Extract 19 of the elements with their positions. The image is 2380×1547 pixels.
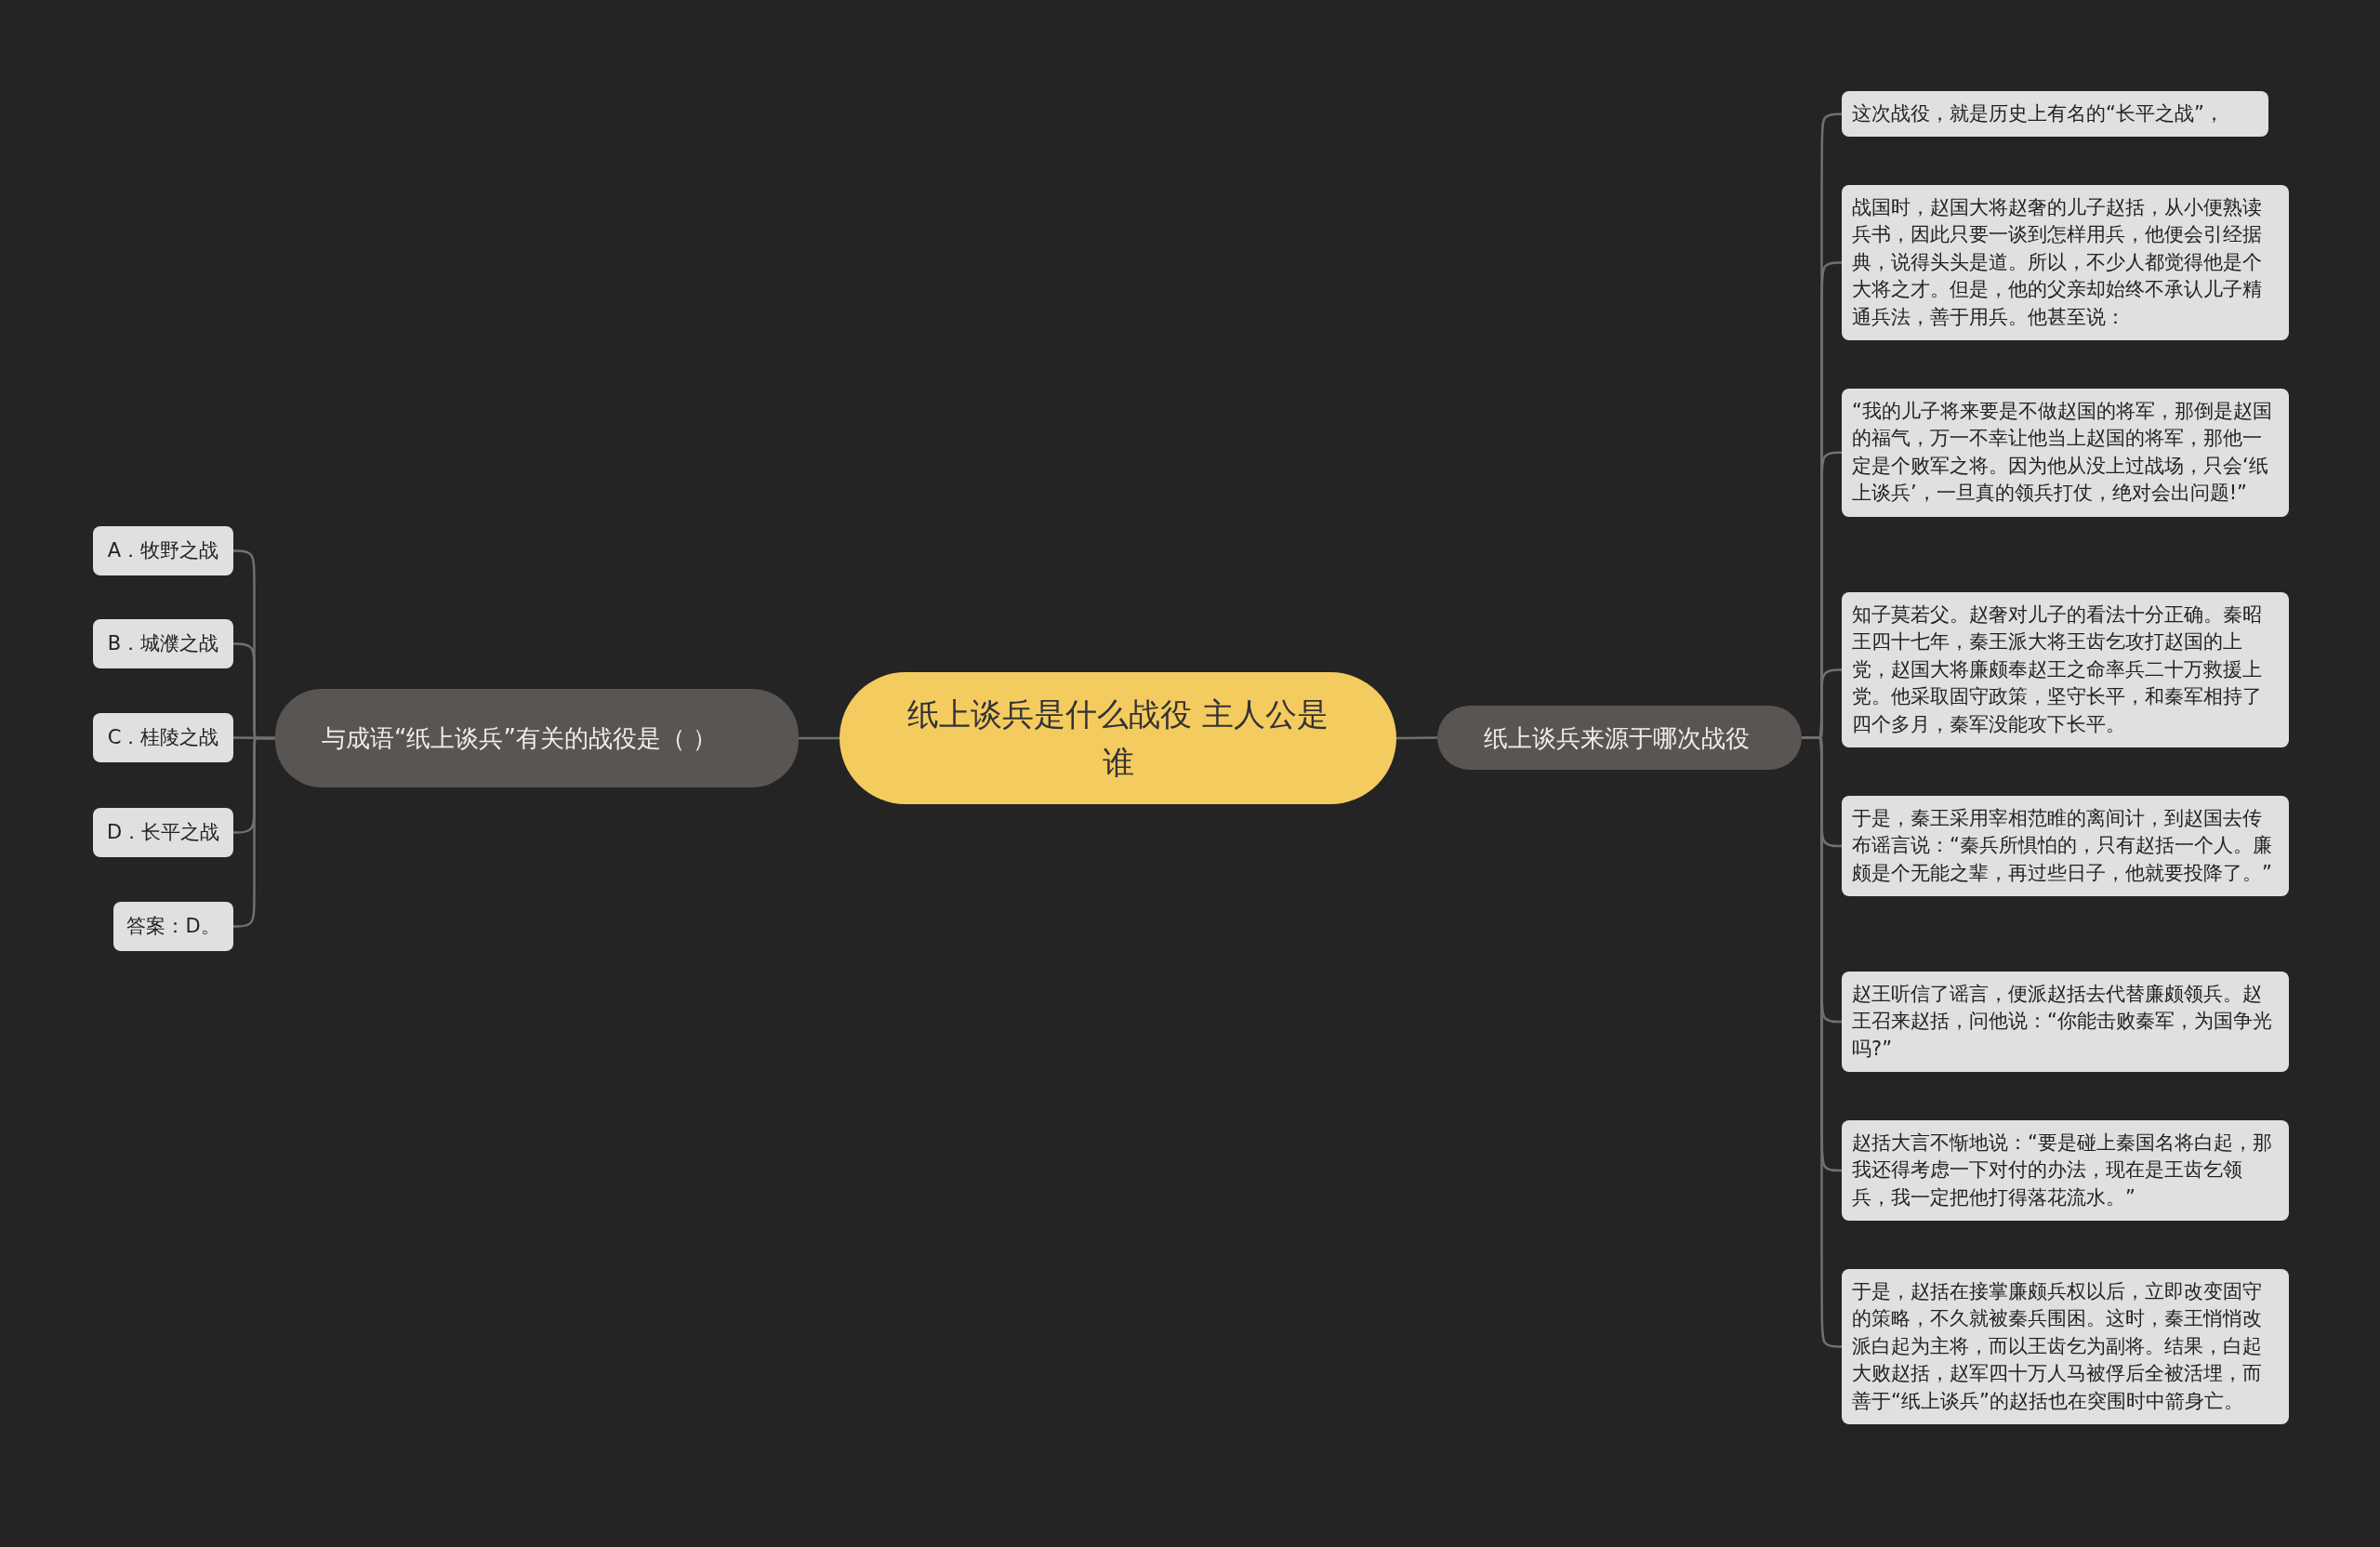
note-card: 知子莫若父。赵奢对儿子的看法十分正确。秦昭王四十七年，秦王派大将王齿乞攻打赵国的上党，赵国大将廉颇奉赵王之命率兵二十万救援上党。他采取固守政策，坚守长平，和秦军相持了四个多月，秦军没能攻下长平。 [1842, 592, 2289, 748]
leaf-topic: C．桂陵之战 [93, 713, 233, 762]
note-card: 于是，赵括在接掌廉颇兵权以后，立即改变固守的策略，不久就被秦兵围困。这时，秦王悄悄改派白起为主将，而以王齿乞为副将。结果，白起大败赵括，赵军四十万人马被俘后全被活埋，而善于“纸上谈兵”的赵括也在突围时中箭身亡。 [1842, 1269, 2289, 1425]
leaf-topic: 答案：D。 [113, 902, 233, 951]
note-card: 赵王听信了谣言，便派赵括去代替廉颇领兵。赵王召来赵括，问他说：“你能击败秦军，为国争光吗?” [1842, 972, 2289, 1073]
connector-line [1396, 736, 1437, 740]
note-card: 这次战役，就是历史上有名的“长平之战”， [1842, 91, 2268, 138]
note-card: 战国时，赵国大将赵奢的儿子赵括，从小便熟读兵书，因此只要一谈到怎样用兵，他便会引经据典，说得头头是道。所以，不少人都觉得他是个大将之才。但是，他的父亲却始终不承认儿子精通兵法，善于用兵。他甚至说： [1842, 185, 2289, 341]
branch-topic: 纸上谈兵来源于哪次战役 [1437, 706, 1802, 770]
branch-topic: 与成语“纸上谈兵”有关的战役是（ ） [275, 689, 799, 787]
leaf-topic: A．牧野之战 [93, 526, 233, 575]
connector-line [799, 736, 840, 740]
central-topic: 纸上谈兵是什么战役 主人公是谁 [840, 672, 1396, 804]
leaf-topic: D．长平之战 [93, 808, 233, 857]
leaf-topic: B．城濮之战 [93, 619, 233, 668]
connector-line [231, 736, 275, 928]
note-card: “我的儿子将来要是不做赵国的将军，那倒是赵国的福气，万一不幸让他当上赵国的将军，那他一定是个败军之将。因为他从没上过战场，只会‘纸上谈兵’，一旦真的领兵打仗，绝对会出问题!” [1842, 389, 2289, 517]
note-card: 赵括大言不惭地说：“要是碰上秦国名将白起，那我还得考虑一下对付的办法，现在是王齿乞领兵，我一定把他打得落花流水。” [1842, 1120, 2289, 1222]
note-card: 于是，秦王采用宰相范睢的离间计，到赵国去传布谣言说：“秦兵所惧怕的，只有赵括一个人。廉颇是个无能之辈，再过些日子，他就要投降了。” [1842, 796, 2289, 897]
